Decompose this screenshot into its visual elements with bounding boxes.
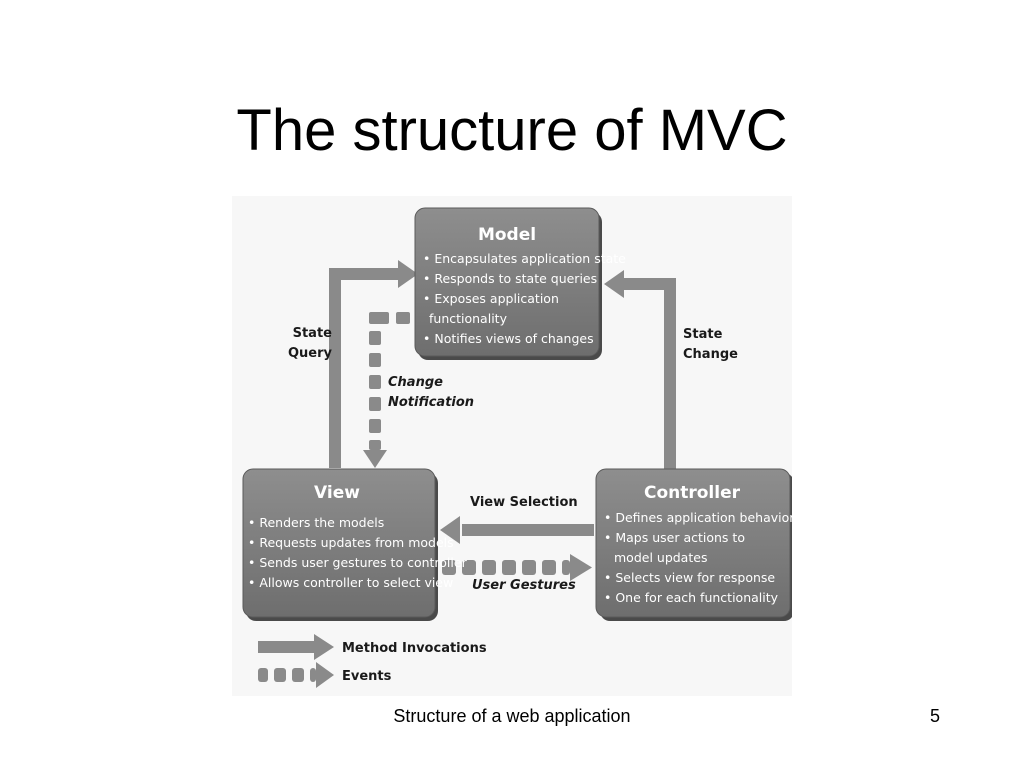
footer-text: Structure of a web application xyxy=(393,706,631,726)
user-gestures-arrow xyxy=(442,554,592,581)
view-bullet: • Renders the models xyxy=(248,515,384,530)
controller-bullet: • Maps user actions to xyxy=(604,530,745,545)
model-bullet: • Exposes application xyxy=(423,291,559,306)
view-title: View xyxy=(314,483,360,503)
view-bullet: • Allows controller to select view xyxy=(248,575,453,590)
model-bullet: • Responds to state queries xyxy=(423,271,597,286)
controller-bullet: • One for each functionality xyxy=(604,590,779,605)
state-query-arrow xyxy=(329,260,418,468)
change-notification-label: Notification xyxy=(388,395,474,410)
view-bullet: • Requests updates from models xyxy=(248,535,454,550)
view-box: View • Renders the models • Requests upd… xyxy=(242,468,468,621)
state-change-label: State xyxy=(683,327,723,342)
controller-bullet: • Selects view for response xyxy=(604,570,775,585)
legend-event-arrow-icon xyxy=(316,662,334,688)
legend-events: Events xyxy=(258,662,392,688)
change-notification-label: Change xyxy=(388,375,443,390)
slide-title: The structure of MVC xyxy=(236,98,788,163)
controller-box: Controller • Defines application behavio… xyxy=(595,468,792,621)
user-gestures-label: User Gestures xyxy=(472,578,576,593)
view-selection-arrow xyxy=(440,516,594,544)
model-bullet: functionality xyxy=(429,311,508,326)
model-bullet: • Notifies views of changes xyxy=(423,331,594,346)
page-number: 5 xyxy=(929,706,940,726)
change-notification-arrow xyxy=(363,312,410,468)
state-change-arrow xyxy=(604,270,676,471)
legend-method-invocations: Method Invocations xyxy=(258,634,487,660)
view-selection-label: View Selection xyxy=(470,495,578,510)
legend-events-label: Events xyxy=(342,669,392,684)
controller-title: Controller xyxy=(644,483,741,503)
mvc-diagram: Model • Encapsulates application state •… xyxy=(232,196,792,696)
controller-bullet: • Defines application behavior xyxy=(604,510,792,525)
legend-solid-arrow-icon xyxy=(314,634,334,660)
legend-method-invocations-label: Method Invocations xyxy=(342,641,487,656)
state-query-label: State xyxy=(293,326,333,341)
model-box: Model • Encapsulates application state •… xyxy=(414,207,626,360)
view-bullet: • Sends user gestures to controller xyxy=(248,555,468,570)
controller-bullet: model updates xyxy=(614,550,707,565)
state-change-label: Change xyxy=(683,347,738,362)
model-title: Model xyxy=(478,225,536,245)
model-bullet: • Encapsulates application state xyxy=(423,251,626,266)
state-query-label: Query xyxy=(288,346,333,361)
